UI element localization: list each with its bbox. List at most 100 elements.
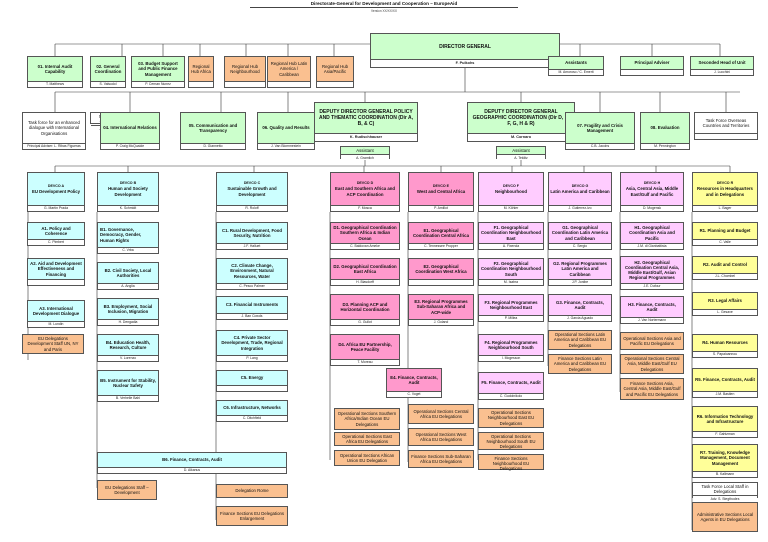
- directorate-g-box[interactable]: DEVCO G Latin America and Caribbean J. G…: [548, 172, 612, 212]
- unit-f2-box[interactable]: F2. Geographical Coordination Neighbourh…: [478, 258, 544, 286]
- unit-f4-box[interactable]: F4. Regional Programmes Neighbourhood So…: [478, 334, 544, 362]
- h-ops-asia-box[interactable]: Operational Sections Asia and Pacific EU…: [620, 332, 684, 350]
- d-ops-east-box[interactable]: Operational Sections East Africa EU Dele…: [334, 432, 400, 446]
- h-fin-box[interactable]: Finance Sections Asia, Central Asia, Mid…: [620, 378, 684, 400]
- unit-c5-box[interactable]: C5. Energy: [216, 370, 288, 392]
- delegations-staff-box[interactable]: EU Delegations Staff – Development: [97, 480, 157, 500]
- directorate-f-box[interactable]: DEVCO F Neighbourhood M. Köhler: [478, 172, 544, 212]
- directorate-c-box[interactable]: DEVCO C Sustainable Growth and Developme…: [216, 172, 288, 212]
- unit-d2-box[interactable]: D2. Geographical Coordination East Afric…: [330, 258, 400, 286]
- unit-f3-box[interactable]: F3. Regional Programmes Neighbourhood Ea…: [478, 294, 544, 322]
- unit-f1-box[interactable]: F1. Geographical Coordination Neighbourh…: [478, 222, 544, 250]
- unit-r5-box[interactable]: R5. Finance, Contracts, Audit J.M. Basti…: [692, 368, 758, 398]
- directorate-b-heading: DEVCO B Human and Society Development: [98, 173, 158, 205]
- unit-r6-box[interactable]: R6. Information Technology and Infrastru…: [692, 406, 758, 438]
- unit-g3-box[interactable]: G3. Finance, Contracts, Audit J. Garcia …: [548, 294, 612, 322]
- assistants-box[interactable]: Assistants M. Amoroso / C. Emerit: [548, 56, 604, 76]
- hub-africa-box[interactable]: Regional Hub Africa: [188, 56, 214, 88]
- unit-b6-box[interactable]: B6. Finance, Contracts, Audit D. Alkanus: [97, 452, 287, 474]
- e-ops-central-box[interactable]: Operational Sections Central Africa EU D…: [408, 404, 474, 424]
- unit-h1-box[interactable]: H1. Geographical Coordination Asia and P…: [620, 222, 684, 250]
- director-general-box[interactable]: DIRECTOR GENERAL F. Pulkohs: [370, 33, 560, 68]
- unit-g2-box[interactable]: G2. Regional Programmes Latin America an…: [548, 258, 612, 286]
- unit-h2-box[interactable]: H2. Geographical Coordination Central As…: [620, 256, 684, 290]
- unit-06-box[interactable]: 06. Quality and Results J. Van Blommeste…: [257, 112, 315, 150]
- principal-adviser-box[interactable]: Principal Adviser: [620, 56, 684, 76]
- unit-e2-box[interactable]: E2. Geographical Coordination West Afric…: [408, 258, 474, 286]
- unit-e3-box[interactable]: E3. Regional Programmes Sub-Saharan Afri…: [408, 294, 474, 326]
- unit-r2-box[interactable]: R2. Audit and Control J.L. Chombel: [692, 256, 758, 280]
- unit-f5-box[interactable]: F5. Finance, Contracts, Audit C. Gudolni…: [478, 372, 544, 400]
- unit-d3-box[interactable]: D3. Planning ACP and Horizontal Coordina…: [330, 294, 400, 326]
- unit-r1-box[interactable]: R1. Planning and Budget C. Valle: [692, 222, 758, 246]
- d-ops-au-box[interactable]: Operational Sections African Union EU De…: [334, 450, 400, 466]
- e-ops-west-box[interactable]: Operational Sections West Africa EU Dele…: [408, 428, 474, 446]
- unit-05-box[interactable]: 05. Communication and Transparency D. Gi…: [180, 112, 246, 150]
- unit-d4-box[interactable]: D4. Africa EU Partnership, Peace Facilit…: [330, 334, 400, 366]
- unit-b2-box[interactable]: B2. Civil Society, Local Authorities A. …: [97, 262, 159, 290]
- unit-d1-box[interactable]: D1. Geographical Coordination Southern A…: [330, 222, 400, 250]
- unit-c2-box[interactable]: C2. Climate Change, Environment, Natural…: [216, 258, 288, 290]
- unit-e4-box[interactable]: E4. Finance, Contracts, Audit C. Voget: [386, 368, 442, 398]
- unit-c6-person: C. Ditchfield: [217, 414, 287, 421]
- unit-r7-box[interactable]: R7. Training, Knowledge Management, Docu…: [692, 444, 758, 478]
- unit-b4-box[interactable]: B4. Education Health, Research, Culture …: [97, 334, 159, 362]
- unit-a1-box[interactable]: A1. Policy and Coherence C. Pimbert: [27, 222, 85, 246]
- unit-f5-title: F5. Finance, Contracts, Audit: [481, 380, 541, 386]
- unit-a2-box[interactable]: A2. Aid and Development Effectiveness an…: [27, 258, 85, 286]
- unit-c3-box[interactable]: C3. Financial Instruments J. Ban Cowds: [216, 296, 288, 320]
- h-ops-central-box[interactable]: Operational Sections Central Asia, Middl…: [620, 354, 684, 374]
- unit-07-box[interactable]: 07. Fragility and Crisis Management C.B.…: [565, 112, 635, 150]
- e-fin-ssa-box[interactable]: Finance Sections Sub-Saharan Africa EU D…: [408, 450, 474, 468]
- unit-r7-person: B. Kallmann: [693, 470, 757, 477]
- d-ops-southern-box[interactable]: Operational Sections Southern Africa/Ind…: [334, 408, 400, 430]
- unit-b3-box[interactable]: B3. Employment, Social Inclusion, Migrat…: [97, 298, 159, 326]
- delegation-rome-box[interactable]: Delegation Rome: [216, 484, 288, 498]
- unit-r3-box[interactable]: R3. Legal Affairs L. Gesaxe: [692, 292, 758, 316]
- directorate-a-heading: DEVCO A EU Development Policy: [28, 173, 84, 205]
- unit-02-box[interactable]: 02. General Coordination S. Valsudol: [90, 56, 126, 88]
- g-ops-box[interactable]: Operational Sections Latin America and C…: [548, 330, 612, 350]
- hub-asia-box[interactable]: Regional Hub Asia/Pacific: [316, 56, 354, 88]
- unit-a3-box[interactable]: A3. International Development Dialogue M…: [27, 300, 85, 328]
- unit-04-box[interactable]: 04. International Relations P. Craig McQ…: [100, 112, 160, 150]
- directorate-h-heading: DEVCO H Asia, Central Asia, Middle East/…: [621, 173, 683, 205]
- unit-08-box[interactable]: 08. Evaluation M. Pennington: [640, 112, 690, 150]
- r-task-force-box[interactable]: Task Force Local Staff in Delegations Ad…: [692, 482, 758, 502]
- directorate-a-box[interactable]: DEVCO A EU Development Policy G. Martin …: [27, 172, 85, 212]
- unit-c4-box[interactable]: C4. Private Sector Development, Trade, R…: [216, 330, 288, 362]
- f-fin-box[interactable]: Finance Sections Neighbourhood EU Delega…: [478, 454, 544, 471]
- unit-01-person: T. Matthews: [28, 80, 82, 87]
- directorate-e-box[interactable]: DEVCO E West and Central Africa P. Amill…: [408, 172, 474, 212]
- unit-03-box[interactable]: 03. Budget Support and Public Finance Ma…: [131, 56, 185, 88]
- unit-b5-box[interactable]: B5. Instrument for Stability, Nuclear Sa…: [97, 370, 159, 402]
- unit-r4-box[interactable]: R4. Human Resources S. Papaioannou: [692, 334, 758, 358]
- deputy-geo-box[interactable]: DEPUTY DIRECTOR GENERAL GEOGRAPHIC COORD…: [467, 102, 575, 142]
- deputy-geo-assistant-box[interactable]: Assistant A. Teklitz: [496, 146, 546, 161]
- seconded-head-box[interactable]: Seconded Head of Unit J. Lucchini: [690, 56, 754, 76]
- unit-f2-title: F2. Geographical Coordination Neighbourh…: [481, 261, 541, 277]
- unit-c1-box[interactable]: C1. Rural Development, Food Security, Nu…: [216, 222, 288, 250]
- task-force-io-box[interactable]: Task force for an enhanced dialogue with…: [22, 112, 86, 150]
- directorate-b-box[interactable]: DEVCO B Human and Society Development K.…: [97, 172, 159, 212]
- hub-neighbourhood-box[interactable]: Regional Hub Neighbourhood: [224, 56, 266, 88]
- unit-b1-box[interactable]: B1. Governance, Democracy, Gender, Human…: [97, 222, 159, 254]
- unit-c6-box[interactable]: C6. Infrastructure, Networks C. Ditchfie…: [216, 400, 288, 422]
- hub-latam-box[interactable]: Regional Hub Latin America / Caribbean: [267, 56, 311, 88]
- a-delegations-box[interactable]: EU Delegations Development Staff UN, NY …: [22, 334, 84, 354]
- directorate-d-box[interactable]: DEVCO D East and Southern Africa and ACP…: [330, 172, 400, 212]
- directorate-r-box[interactable]: DEVCO R Resources in Headquarters and in…: [692, 172, 758, 212]
- directorate-h-box[interactable]: DEVCO H Asia, Central Asia, Middle East/…: [620, 172, 684, 212]
- f-ops-east-box[interactable]: Operational Sections Neighbourhood East …: [478, 408, 544, 428]
- finance-enlargement-box[interactable]: Finance Sections EU Delegations Enlargem…: [216, 506, 288, 526]
- r-admin-sections-box[interactable]: Administrative Sections Local Agents in …: [692, 502, 758, 532]
- g-fin-box[interactable]: Finance Sections Latin America and Carib…: [548, 354, 612, 374]
- unit-h3-box[interactable]: H3. Finance, Contracts, Audit J. Van Nor…: [620, 296, 684, 324]
- unit-01-box[interactable]: 01. Internal Audit Capability T. Matthew…: [27, 56, 83, 88]
- deputy-policy-assistant-box[interactable]: Assistant A. Gramlich: [340, 146, 390, 161]
- f-ops-south-box[interactable]: Operational Sections Neighbourhood South…: [478, 432, 544, 450]
- unit-g1-box[interactable]: G1. Geographical Coordination Latin Amer…: [548, 222, 612, 250]
- unit-e1-box[interactable]: E1. Geographical Coordination Central Af…: [408, 222, 474, 250]
- deputy-policy-box[interactable]: DEPUTY DIRECTOR GENERAL POLICY AND THEMA…: [314, 102, 418, 142]
- task-force-oct-box[interactable]: Task Force Overseas Countries and Territ…: [694, 112, 758, 140]
